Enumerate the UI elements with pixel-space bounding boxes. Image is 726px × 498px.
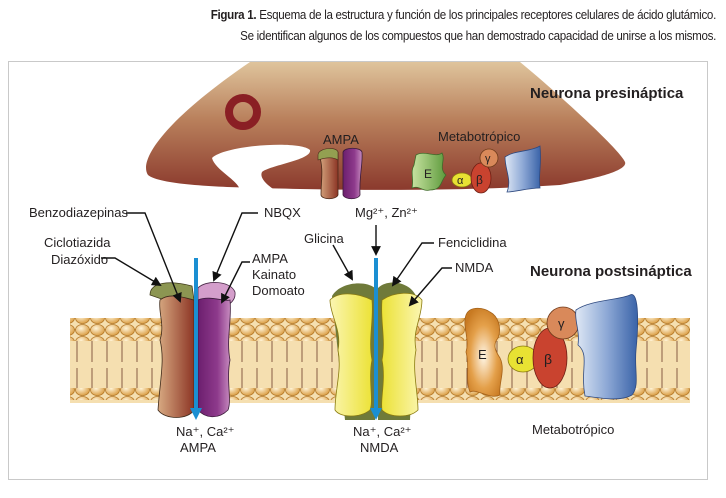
ampa-ions-label: Na⁺, Ca²⁺ bbox=[176, 424, 235, 439]
caption-text-1: Esquema de la estructura y función de lo… bbox=[259, 7, 716, 22]
ligand-kainato: Kainato bbox=[252, 267, 296, 282]
nmda-arrow-head bbox=[370, 408, 382, 420]
ampa-arrow-head bbox=[190, 408, 202, 420]
ligand-benzodiazepinas: Benzodiazepinas bbox=[29, 205, 129, 220]
post-nmda-receptor bbox=[329, 282, 423, 420]
caption-line-1: Figura 1. Esquema de la estructura y fun… bbox=[0, 4, 717, 25]
figure-caption: Figura 1. Esquema de la estructura y fun… bbox=[0, 4, 717, 46]
presynaptic-neuron-label: Neurona presináptica bbox=[530, 85, 684, 102]
postsynaptic-neuron-label: Neurona postsináptica bbox=[530, 263, 692, 280]
ligand-mg-zn: Mg²⁺, Zn²⁺ bbox=[355, 205, 418, 220]
post-metabotropic-label: Metabotrópico bbox=[532, 422, 614, 437]
ampa-receptor-label: AMPA bbox=[180, 440, 216, 455]
pre-metabotropic-receptor: E α β γ bbox=[411, 145, 541, 194]
ligand-nbqx: NBQX bbox=[264, 205, 301, 220]
pointer-lines bbox=[101, 212, 452, 307]
ligand-fenciclidina: Fenciclidina bbox=[438, 235, 507, 250]
ligand-diazoxido: Diazóxido bbox=[51, 252, 108, 267]
figure-frame bbox=[8, 61, 708, 480]
post-e-subunit: E bbox=[478, 347, 487, 362]
post-ampa-receptor bbox=[149, 282, 236, 418]
presynaptic-neuron bbox=[146, 62, 626, 190]
pre-gamma-subunit: γ bbox=[485, 153, 491, 165]
post-metabotropic-receptor: E α β γ bbox=[464, 294, 639, 400]
pre-beta-subunit: β bbox=[476, 173, 483, 187]
pre-metabotropic-label: Metabotrópico bbox=[438, 129, 520, 144]
ligand-ciclotiazida: Ciclotiazida bbox=[44, 235, 111, 250]
pre-alpha-subunit: α bbox=[457, 175, 464, 187]
post-beta-subunit: β bbox=[544, 351, 552, 367]
figure-label: Figura 1. bbox=[210, 7, 257, 22]
post-gamma-subunit: γ bbox=[558, 316, 565, 331]
ligand-ampa: AMPA bbox=[252, 251, 288, 266]
pre-ampa-receptor bbox=[317, 147, 363, 200]
synaptic-vesicle-opening bbox=[212, 144, 311, 190]
ligand-glicina: Glicina bbox=[304, 231, 345, 246]
pre-e-subunit: E bbox=[424, 167, 432, 181]
caption-line-2: Se identifican algunos de los compuestos… bbox=[240, 28, 716, 43]
pre-ampa-label: AMPA bbox=[323, 132, 359, 147]
nmda-receptor-label: NMDA bbox=[360, 440, 399, 455]
synaptic-vesicle bbox=[225, 94, 261, 130]
nmda-ions-label: Na⁺, Ca²⁺ bbox=[353, 424, 412, 439]
ligand-domoato: Domoato bbox=[252, 283, 305, 298]
post-alpha-subunit: α bbox=[516, 352, 524, 367]
ligand-nmda: NMDA bbox=[455, 260, 494, 275]
